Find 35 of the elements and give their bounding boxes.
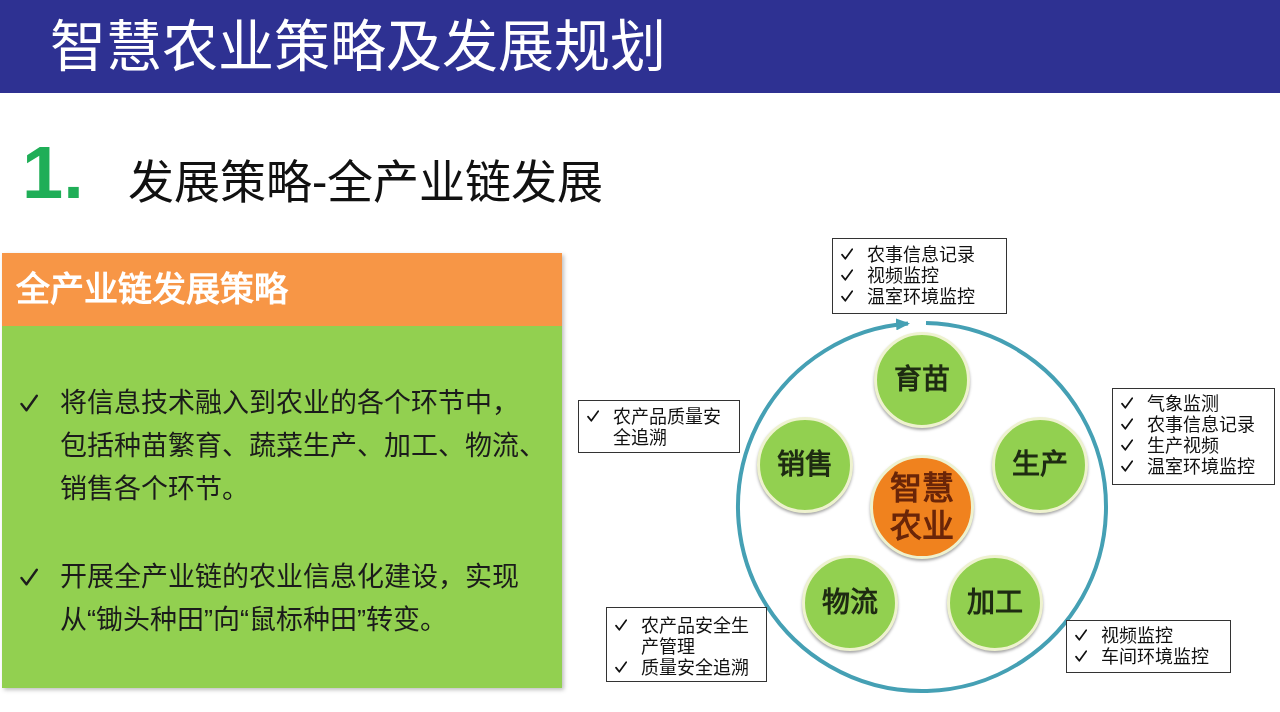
note-item: 温室环境监控 bbox=[1147, 456, 1256, 477]
strategy-panel bbox=[2, 253, 562, 688]
circle-label: 加工 bbox=[967, 587, 1023, 619]
bullet-text: 开展全产业链的农业信息化建设，实现从“锄头种田”向“鼠标种田”转变。 bbox=[60, 561, 520, 637]
note-item: 农事信息记录 bbox=[867, 244, 976, 265]
note-box bbox=[578, 400, 740, 453]
note-item: 车间环境监控 bbox=[1101, 646, 1210, 667]
note-box bbox=[606, 607, 767, 682]
panel-header: 全产业链发展策略 bbox=[2, 253, 562, 326]
note-item: 视频监控 bbox=[867, 265, 940, 286]
note-item: 生产视频 bbox=[1147, 435, 1220, 456]
section-heading: 发展策略-全产业链发展 bbox=[128, 155, 604, 210]
note-item: 视频监控 bbox=[1101, 625, 1174, 646]
note-item: 气象监测 bbox=[1147, 393, 1220, 414]
note-item: 农产品安全生产管理 bbox=[641, 615, 750, 657]
stage-circle bbox=[802, 555, 898, 651]
page-title: 智慧农业策略及发展规划 bbox=[50, 14, 666, 80]
note-box bbox=[1066, 620, 1231, 673]
note-item: 质量安全追溯 bbox=[641, 657, 750, 678]
note-item: 温室环境监控 bbox=[867, 286, 976, 307]
circle-label: 育苗 bbox=[894, 364, 950, 396]
section-number: 1. bbox=[22, 136, 84, 210]
bullet-text: 将信息技术融入到农业的各个环节中，包括种苗繁育、蔬菜生产、加工、物流、销售各个环节。 bbox=[60, 387, 547, 506]
note-item: 农事信息记录 bbox=[1147, 414, 1256, 435]
stage-circle bbox=[757, 417, 853, 513]
note-box bbox=[1112, 388, 1275, 485]
circle-label: 销售 bbox=[777, 449, 833, 481]
note-item: 农产品质量安全追溯 bbox=[613, 406, 722, 448]
circle-label: 生产 bbox=[1012, 449, 1068, 481]
circle-label: 智慧农业 bbox=[889, 469, 955, 545]
circle-label: 物流 bbox=[822, 587, 878, 619]
stage-circle bbox=[992, 417, 1088, 513]
stage-circle bbox=[947, 555, 1043, 651]
note-box bbox=[832, 238, 1007, 314]
stage-circle bbox=[874, 332, 970, 428]
